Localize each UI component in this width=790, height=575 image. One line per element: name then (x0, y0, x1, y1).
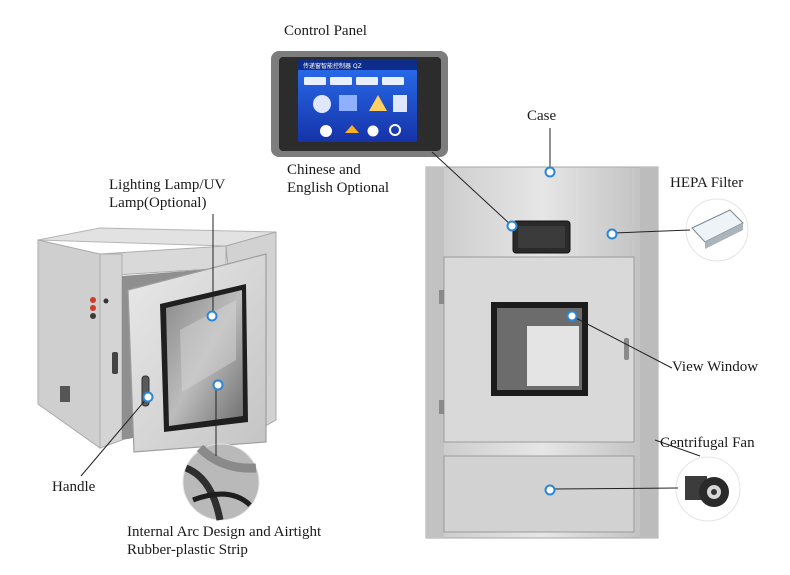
power-icon (320, 125, 332, 137)
leader-lines (80, 128, 701, 490)
hepa-filter-label: HEPA Filter (670, 175, 744, 191)
centrifugal-fan-inset (675, 456, 741, 522)
red-indicator-lamp (90, 297, 96, 303)
fan-panel (443, 455, 635, 533)
home-icon (345, 125, 359, 133)
magnifier-icon (389, 124, 401, 136)
control-panel-label: Control Panel (284, 23, 367, 39)
uv-icon (369, 95, 387, 111)
view-window-marker (566, 310, 578, 322)
light-icon (339, 95, 357, 111)
left-pass-box (37, 227, 277, 453)
frame-handle (112, 352, 118, 374)
chinese-english-label-line2: English Optional (287, 180, 390, 196)
fan-marker (544, 484, 556, 496)
control-panel-inset: 传递窗智能控制器 QZ (271, 51, 448, 157)
internal-arc-label-line2: Rubber-plastic Strip (127, 542, 248, 558)
lamp-marker (206, 310, 218, 322)
hepa-filter-inset (685, 198, 749, 262)
right-pass-box (425, 166, 659, 539)
arc-seal-inset (182, 443, 260, 521)
case-label: Case (527, 108, 557, 124)
door-icon (393, 95, 407, 112)
control-panel-marker (506, 220, 518, 232)
handle-label: Handle (52, 479, 96, 495)
arc-seal-marker (212, 379, 224, 391)
case-marker (544, 166, 556, 178)
hepa-filter-marker (606, 228, 618, 240)
chinese-english-label-line1: Chinese and (287, 162, 361, 178)
gear-icon (367, 125, 379, 137)
handle-marker (142, 391, 154, 403)
screen-header-text: 传递窗智能控制器 QZ (303, 62, 362, 70)
view-window-label: View Window (672, 359, 759, 375)
lighting-label-line2: Lamp(Optional) (109, 195, 207, 211)
centrifugal-fan-label: Centrifugal Fan (660, 435, 755, 451)
internal-arc-label-line1: Internal Arc Design and Airtight (127, 524, 322, 540)
lighting-label-line1: Lighting Lamp/UV (109, 177, 226, 193)
markers (142, 166, 618, 496)
fan-icon (313, 95, 331, 113)
